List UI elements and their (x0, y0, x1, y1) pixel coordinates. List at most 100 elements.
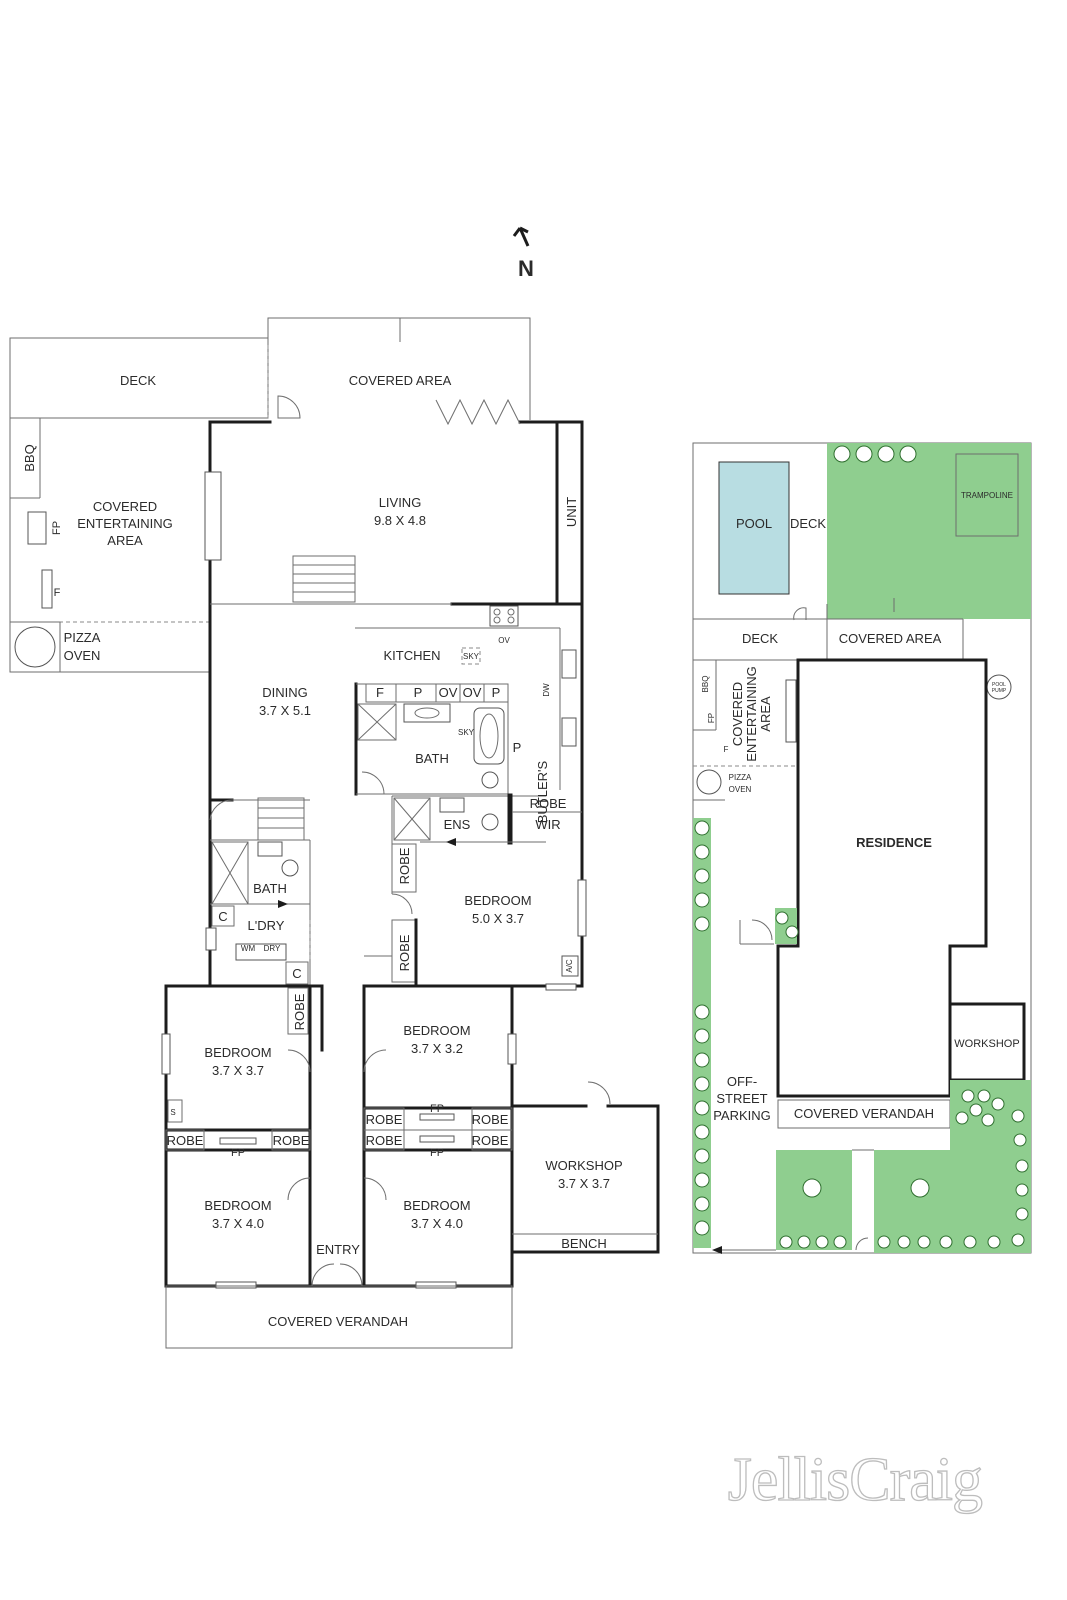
label-living-size: 9.8 X 4.8 (374, 513, 426, 528)
bifold-door-icon (435, 398, 521, 426)
cooktop-icon (489, 605, 519, 627)
label-ens: ENS (444, 817, 471, 832)
site-label-deck: DECK (790, 516, 826, 531)
label-fp-b: FP (430, 1103, 444, 1115)
fireplace-fixture (27, 511, 47, 545)
label-pantry-ov1: OV (439, 685, 458, 700)
site-label-pool: POOL (736, 516, 772, 531)
site-label-covered-verandah: COVERED VERANDAH (794, 1106, 934, 1121)
site-label-f: F (724, 745, 729, 754)
stairs-icon (257, 797, 305, 841)
label-covered-entertaining-2: ENTERTAINING (77, 516, 173, 531)
label-bench: BENCH (561, 1236, 607, 1251)
site-label-workshop: WORKSHOP (954, 1038, 1019, 1050)
pool (718, 461, 790, 595)
front-lawn-left (776, 1150, 852, 1250)
label-bedroom-a-size: 3.7 X 3.7 (212, 1063, 264, 1078)
label-workshop-size: 3.7 X 3.7 (558, 1176, 610, 1191)
label-c-2: C (292, 966, 301, 981)
bathtub-icon (473, 707, 505, 765)
label-s: S (170, 1108, 175, 1117)
label-sky-kitchen: SKY (463, 652, 480, 661)
site-label-trampoline: TRAMPOLINE (961, 491, 1013, 500)
site-label-parking-2: STREET (716, 1091, 767, 1106)
toilet-icon (481, 771, 499, 789)
label-ov: OV (498, 636, 510, 645)
living-window (204, 471, 222, 561)
label-deck: DECK (120, 373, 156, 388)
label-bedroom-a: BEDROOM (204, 1045, 271, 1060)
label-pantry-ov2: OV (463, 685, 482, 700)
site-label-covered-area: COVERED AREA (839, 631, 942, 646)
label-covered-entertaining-3: AREA (107, 533, 143, 548)
label-bedroom-master-size: 5.0 X 3.7 (472, 911, 524, 926)
label-pantry-f: F (376, 685, 384, 700)
site-label-fp: FP (707, 713, 716, 723)
label-living: LIVING (379, 495, 422, 510)
label-robe-c-1: ROBE (167, 1133, 204, 1148)
label-bbq: BBQ (22, 444, 37, 471)
floor-plan (9, 317, 660, 1349)
site-label-pizza-oven-1: PIZZA (729, 773, 752, 782)
label-c-1: C (218, 909, 227, 924)
label-dw: DW (542, 683, 551, 697)
label-bedroom-b: BEDROOM (403, 1023, 470, 1038)
site-label-bbq: BBQ (701, 676, 710, 693)
site-label-parking-1: OFF- (727, 1074, 757, 1089)
site-label-covered-entertaining-3: AREA (758, 696, 773, 732)
label-wir: WIR (535, 817, 560, 832)
label-unit: UNIT (564, 497, 579, 527)
label-pizza-oven-1: PIZZA (64, 630, 101, 645)
label-robe-master-2: ROBE (397, 934, 412, 971)
rear-lawn (827, 443, 1031, 619)
label-covered-area: COVERED AREA (349, 373, 452, 388)
stairs-icon (292, 555, 356, 603)
tree-icons (694, 445, 1029, 1249)
brand-logo: JellisCraig (728, 1446, 982, 1514)
label-robe-d-1: ROBE (366, 1133, 403, 1148)
site-plan-labels: POOL DECK TRAMPOLINE DECK COVERED AREA P… (701, 491, 1020, 1123)
label-pantry-p2: P (492, 685, 501, 700)
label-bath-main: BATH (415, 751, 449, 766)
label-robe-master-1: ROBE (397, 847, 412, 884)
label-pantry-p1: P (414, 685, 423, 700)
label-robe-c-2: ROBE (273, 1133, 310, 1148)
label-sky-bath: SKY (458, 728, 475, 737)
label-bath-small: BATH (253, 881, 287, 896)
compass-label: N (518, 256, 534, 281)
site-label-pizza-oven-2: OVEN (729, 785, 752, 794)
label-bedroom-b-size: 3.7 X 3.2 (411, 1041, 463, 1056)
label-bedroom-master: BEDROOM (464, 893, 531, 908)
label-dry: DRY (264, 944, 281, 953)
label-bedroom-d: BEDROOM (403, 1198, 470, 1213)
label-dining-size: 3.7 X 5.1 (259, 703, 311, 718)
label-robe-b-2: ROBE (472, 1112, 509, 1127)
label-robe-bed-a: ROBE (292, 993, 307, 1030)
label-fp: FP (51, 521, 63, 535)
site-label-covered-entertaining-2: ENTERTAINING (744, 666, 759, 762)
label-covered-entertaining-1: COVERED (93, 499, 157, 514)
label-dining: DINING (262, 685, 308, 700)
label-wir-robe: ROBE (530, 796, 567, 811)
label-fp-c: FP (231, 1147, 245, 1159)
north-arrow-icon (512, 226, 530, 247)
site-label-parking-3: PARKING (713, 1108, 771, 1123)
trampoline (955, 453, 1019, 537)
label-p: P (513, 740, 522, 755)
covered-area-outline (267, 317, 531, 420)
label-robe-b-1: ROBE (366, 1112, 403, 1127)
site-label-deck2: DECK (742, 631, 778, 646)
label-fp-d: FP (430, 1147, 444, 1159)
label-robe-d-2: ROBE (472, 1133, 509, 1148)
label-wm: WM (241, 944, 256, 953)
label-kitchen: KITCHEN (383, 648, 440, 663)
site-label-pool-pump-2: PUMP (992, 688, 1007, 694)
label-workshop: WORKSHOP (545, 1158, 622, 1173)
label-ldry: L'DRY (248, 918, 285, 933)
label-f: F (54, 587, 61, 599)
site-label-residence: RESIDENCE (856, 835, 932, 850)
label-bedroom-c-size: 3.7 X 4.0 (212, 1216, 264, 1231)
floor-plan-labels: DECK COVERED AREA BBQ COVERED ENTERTAINI… (22, 373, 623, 1329)
pizza-oven-icon (14, 626, 56, 668)
